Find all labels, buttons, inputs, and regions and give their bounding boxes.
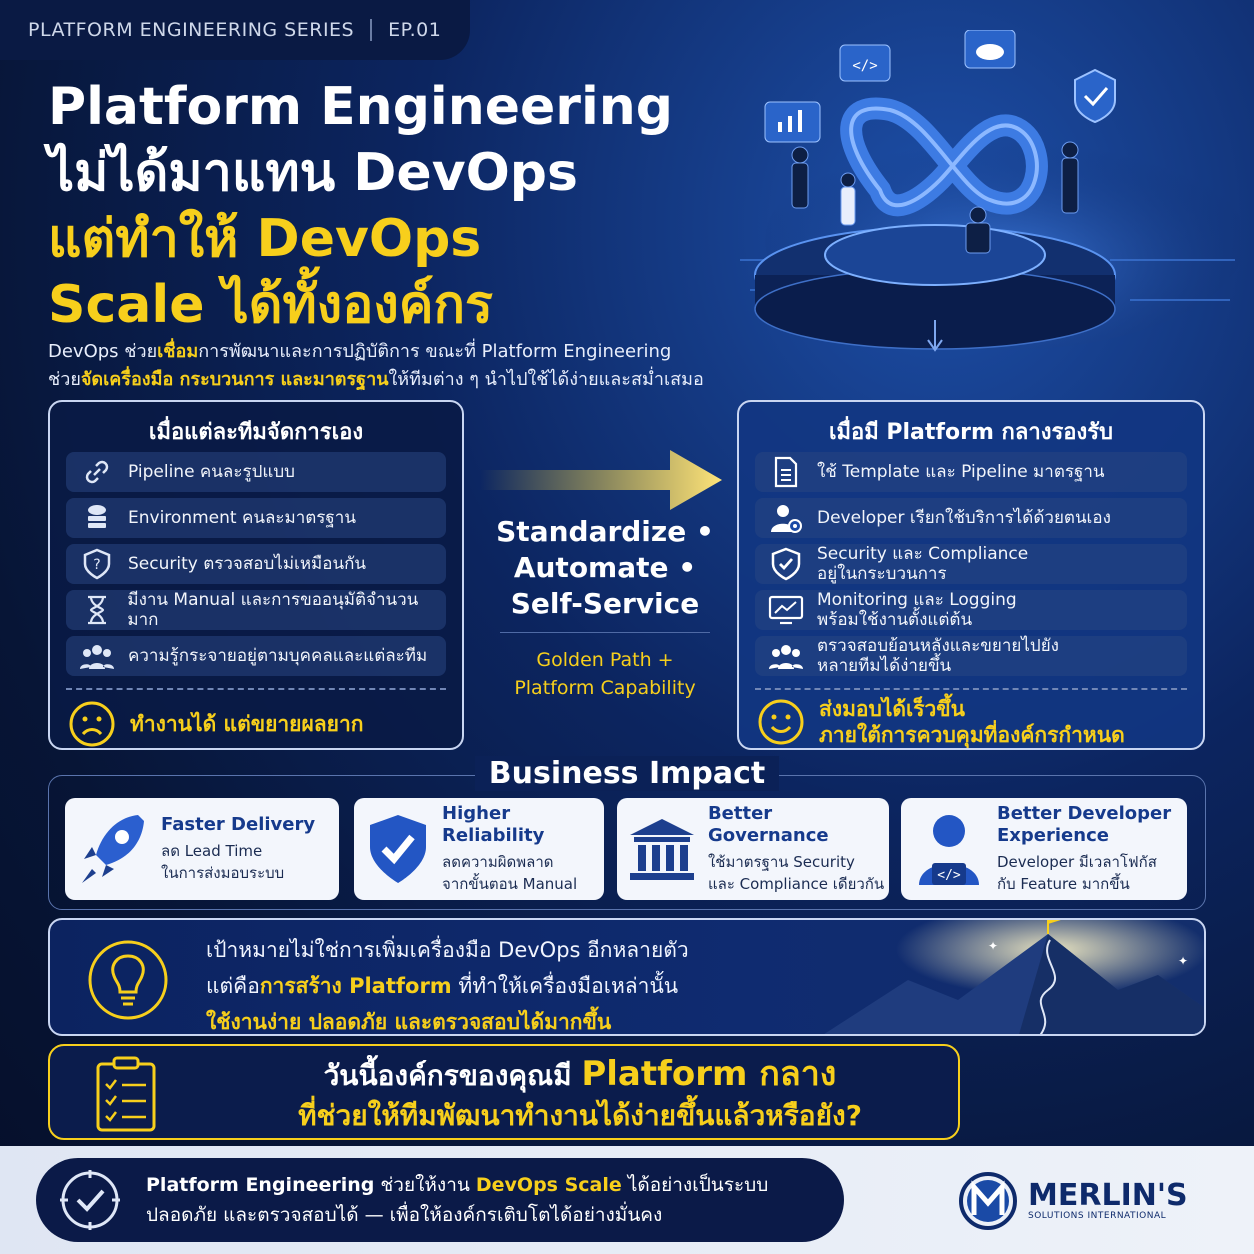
bank-icon — [617, 817, 708, 881]
svg-text:✦: ✦ — [1178, 954, 1188, 968]
happy-face-icon — [758, 699, 804, 745]
divider — [500, 632, 710, 633]
footer-text: Platform Engineering ช่วยให้งาน DevOps S… — [146, 1174, 769, 1226]
hourglass-icon — [66, 594, 127, 626]
divider — [370, 19, 373, 41]
shield-check-icon — [755, 547, 817, 581]
arrow-right-icon — [480, 450, 722, 510]
left-item-environment: Environment คนละมาตรฐาน — [66, 498, 446, 538]
right-result-text: ส่งมอบได้เร็วขึ้นภายใต้การควบคุมที่องค์ก… — [819, 697, 1125, 747]
title-line-3: แต่ทำให้ DevOps — [48, 209, 482, 269]
left-panel: เมื่อแต่ละทีมจัดการเอง Pipeline คนละรูปแ… — [48, 400, 464, 750]
right-item-self-service: Developer เรียกใช้บริการได้ด้วยตนเอง — [755, 498, 1187, 538]
logo-subtitle: SOLUTIONS INTERNATIONAL — [1028, 1211, 1167, 1221]
business-impact-title: Business Impact — [49, 756, 1205, 791]
title-line-4: Scale ได้ทั้งองค์กร — [48, 275, 493, 335]
monitor-chart-icon — [755, 595, 817, 625]
right-item-scale: ตรวจสอบย้อนหลังและขยายไปยังหลายทีมได้ง่า… — [755, 636, 1187, 676]
title-line-1: Platform Engineering — [48, 77, 674, 137]
transition-section: Standardize • Automate • Self-Service Go… — [480, 410, 730, 730]
left-panel-title: เมื่อแต่ละทีมจัดการเอง — [148, 420, 364, 445]
link-icon — [66, 457, 128, 487]
logo-name: MERLIN'S — [1028, 1178, 1188, 1213]
shield-question-icon: ? — [66, 548, 128, 580]
svg-text:</>: </> — [852, 58, 877, 74]
intro-line-2: ช่วยจัดเครื่องมือ กระบวนการ และมาตรฐานให… — [48, 369, 704, 390]
people-icon — [66, 641, 128, 671]
intro-text: DevOps ช่วยเชื่อมการพัฒนาและการปฏิบัติกา… — [48, 338, 768, 394]
developer-code-icon: </> — [901, 811, 997, 887]
left-item-manual: มีงาน Manual และการขออนุมัติจำนวนมาก — [66, 590, 446, 630]
divider — [755, 688, 1187, 690]
intro-line-1: DevOps ช่วยเชื่อมการพัฒนาและการปฏิบัติกา… — [48, 341, 672, 362]
left-item-knowledge: ความรู้กระจายอยู่ตามบุคคลและแต่ละทีม — [66, 636, 446, 676]
rocket-icon — [65, 811, 161, 887]
principle-standardize: Standardize • — [496, 515, 714, 548]
series-header: PLATFORM ENGINEERING SERIES EP.01 — [0, 0, 470, 60]
left-item-security: ? Security ตรวจสอบไม่เหมือนกัน — [66, 544, 446, 584]
goal-text: เป้าหมายไม่ใช่การเพิ่มเครื่องมือ DevOps … — [206, 938, 689, 1034]
page-title: Platform Engineering ไม่ได้มาแทน DevOps … — [48, 74, 688, 338]
mountain-summit-illustration: ✦ ✦ — [818, 920, 1204, 1034]
merlins-logo-mark — [959, 1172, 1017, 1230]
principles: Standardize • Automate • Self-Service — [480, 514, 730, 622]
goal-section: เป้าหมายไม่ใช่การเพิ่มเครื่องมือ DevOps … — [48, 918, 1206, 1036]
svg-text:✦: ✦ — [988, 939, 998, 953]
right-panel: เมื่อมี Platform กลางรองรับ ใช้ Template… — [737, 400, 1205, 750]
checklist-icon — [96, 1056, 156, 1132]
business-impact-section: Business Impact Faster Delivery ลด Lead … — [48, 756, 1206, 910]
divider — [66, 688, 446, 690]
developer-gear-icon — [755, 502, 817, 534]
server-cloud-icon — [66, 502, 128, 534]
right-panel-title: เมื่อมี Platform กลางรองรับ — [829, 420, 1113, 445]
shield-check-icon — [354, 813, 442, 885]
principle-self-service: Self-Service — [510, 587, 700, 620]
svg-text:?: ? — [93, 557, 100, 573]
left-result-text: ทำงานได้ แต่ขยายผลยาก — [130, 712, 364, 736]
right-item-template: ใช้ Template และ Pipeline มาตรฐาน — [755, 452, 1187, 492]
card-higher-reliability: Higher Reliability ลดความผิดพลาดจากขั้นต… — [354, 798, 604, 900]
series-label: PLATFORM ENGINEERING SERIES — [28, 19, 355, 41]
call-to-action: วันนี้องค์กรของคุณมี Platform กลาง ที่ช่… — [48, 1044, 960, 1140]
sad-face-icon — [69, 701, 115, 747]
left-item-pipeline: Pipeline คนละรูปแบบ — [66, 452, 446, 492]
title-line-2: ไม่ได้มาแทน DevOps — [48, 143, 578, 203]
company-logo: MERLIN'S SOLUTIONS INTERNATIONAL — [958, 1166, 1198, 1236]
target-check-icon — [60, 1170, 120, 1230]
lightbulb-icon — [88, 940, 168, 1020]
right-result: ส่งมอบได้เร็วขึ้นภายใต้การควบคุมที่องค์ก… — [757, 696, 1125, 748]
principle-automate: Automate • — [513, 551, 697, 584]
document-icon — [755, 456, 817, 488]
golden-path: Golden Path + Platform Capability — [514, 649, 696, 699]
episode-label: EP.01 — [388, 19, 442, 41]
footer-summary: Platform Engineering ช่วยให้งาน DevOps S… — [36, 1158, 844, 1242]
left-result: ทำงานได้ แต่ขยายผลยาก — [68, 700, 363, 748]
devops-infinity-illustration: </> — [740, 30, 1240, 352]
question-text: วันนี้องค์กรของคุณมี Platform กลาง ที่ช่… — [298, 1054, 862, 1132]
team-icon — [755, 641, 817, 671]
svg-text:</>: </> — [937, 868, 961, 883]
